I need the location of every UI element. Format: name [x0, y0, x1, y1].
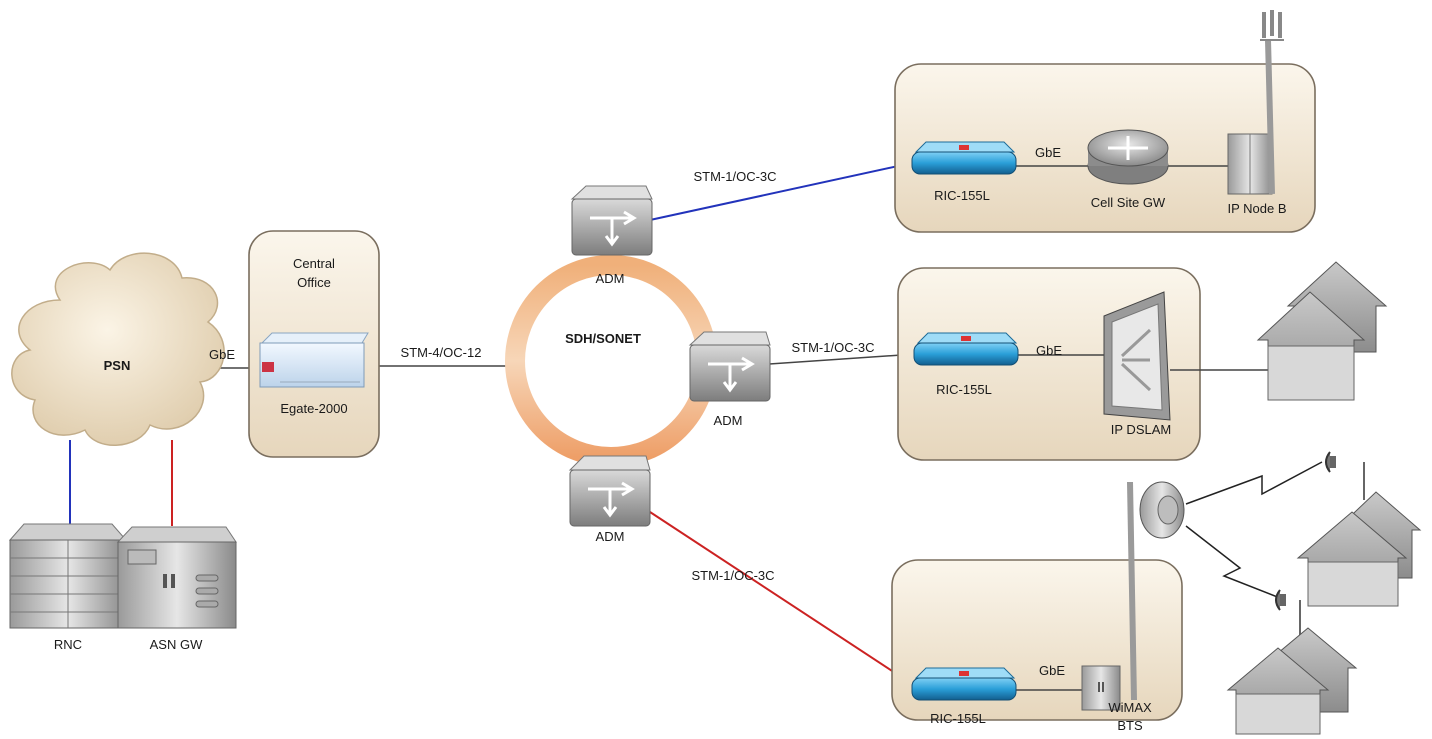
- adm-top-label: ADM: [596, 271, 625, 286]
- rnc-label: RNC: [54, 637, 82, 652]
- adm-top-icon: [570, 185, 653, 256]
- egate-2000-device: [259, 332, 369, 388]
- ip-dslam-icon: [1103, 291, 1171, 421]
- sdh-sonet-ring: SDH/SONET: [505, 255, 717, 467]
- wireless-link-lower: [1185, 525, 1281, 599]
- wimax-bts-icon: [1081, 481, 1185, 711]
- site-bottom-bts-label-1: WiMAX: [1108, 700, 1152, 715]
- house-icon: [1256, 261, 1388, 401]
- ric-155l-bottom-icon: [911, 667, 1017, 701]
- site-top-ric-label: RIC-155L: [934, 188, 990, 203]
- site-top-nodeb-label: IP Node B: [1227, 201, 1286, 216]
- egate-label: Egate-2000: [280, 401, 347, 416]
- rnc-server: [8, 523, 128, 629]
- adm-bottom-icon: [568, 455, 651, 527]
- site-mid-ric-label: RIC-155L: [936, 382, 992, 397]
- link-label-bottom: STM-1/OC-3C: [691, 568, 774, 583]
- site-top-gw-label: Cell Site GW: [1091, 195, 1166, 210]
- central-office-title-2: Office: [297, 275, 331, 290]
- link-label-psn-egate: GbE: [209, 347, 235, 362]
- site-bottom-link-label: GbE: [1039, 663, 1065, 678]
- cpe-antenna-icon: [1275, 451, 1365, 636]
- site-bottom-ric-label: RIC-155L: [930, 711, 986, 726]
- house-icon: [1226, 627, 1358, 735]
- site-mid-link-label: GbE: [1036, 343, 1062, 358]
- ric-155l-top-icon: [911, 141, 1017, 175]
- house-icon: [1296, 491, 1422, 607]
- psn-cloud: PSN: [11, 252, 225, 446]
- site-mid-dslam-label: IP DSLAM: [1111, 422, 1171, 437]
- link-label-mid: STM-1/OC-3C: [791, 340, 874, 355]
- link-top-blue: [649, 162, 913, 221]
- link-bottom-red: [649, 511, 913, 685]
- ric-155l-mid-icon: [913, 332, 1019, 366]
- wireless-link-upper: [1185, 461, 1323, 505]
- link-label-egate-ring: STM-4/OC-12: [401, 345, 482, 360]
- central-office-title-1: Central: [293, 256, 335, 271]
- adm-right-icon: [688, 331, 771, 402]
- ring-label: SDH/SONET: [565, 331, 641, 346]
- adm-right-label: ADM: [714, 413, 743, 428]
- ip-node-b-icon: [1227, 10, 1284, 195]
- link-label-top: STM-1/OC-3C: [693, 169, 776, 184]
- site-bottom-bts-label-2: BTS: [1117, 718, 1143, 733]
- site-top-link-label: GbE: [1035, 145, 1061, 160]
- adm-bottom-label: ADM: [596, 529, 625, 544]
- asn-gw-label: ASN GW: [150, 637, 203, 652]
- psn-label: PSN: [104, 358, 131, 373]
- asn-gw-server: [116, 526, 237, 629]
- cell-site-gw-icon: [1087, 129, 1169, 185]
